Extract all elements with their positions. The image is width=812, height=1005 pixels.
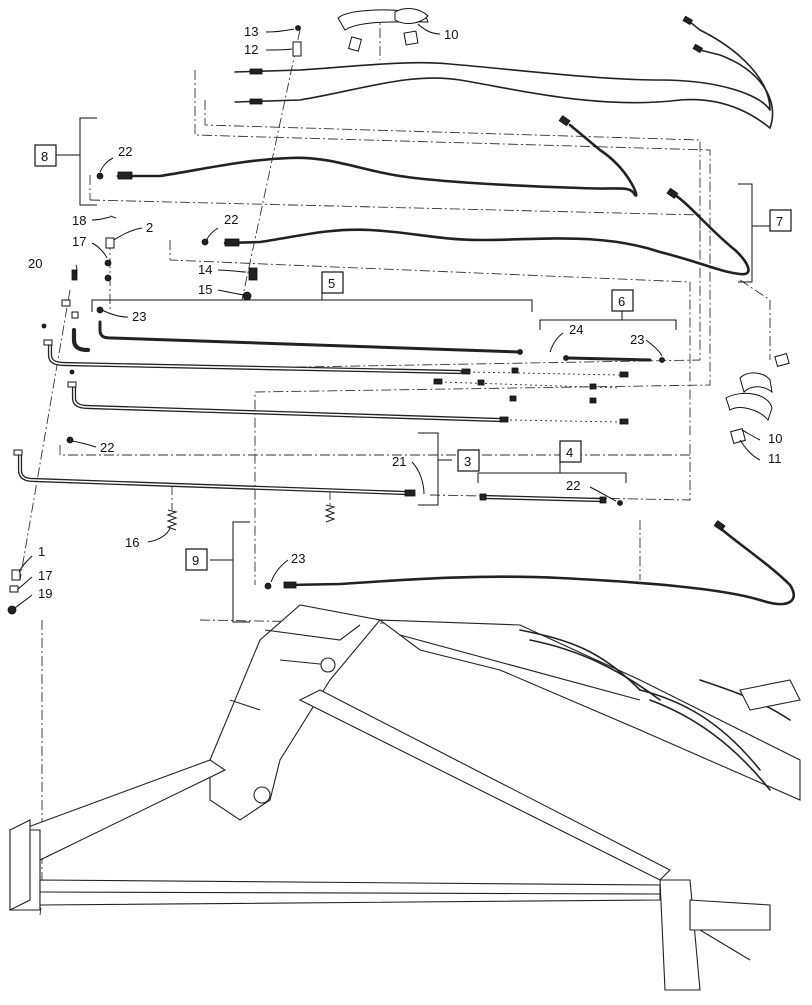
callout-23-b: 23 bbox=[630, 332, 644, 347]
callout-labels: 13 12 10 22 22 18 2 17 20 14 15 23 24 23… bbox=[28, 24, 782, 601]
tube-long-b bbox=[67, 327, 509, 423]
small-parts-left bbox=[41, 215, 117, 444]
callout-19: 19 bbox=[38, 586, 52, 601]
callout-21: 21 bbox=[392, 454, 406, 469]
spring-16 bbox=[166, 504, 336, 531]
boxed-callout-7: 7 bbox=[769, 209, 792, 232]
tube-long-a bbox=[43, 339, 471, 375]
sleeve-10-top bbox=[337, 8, 429, 52]
svg-text:4: 4 bbox=[566, 445, 573, 460]
callout-22-b: 22 bbox=[224, 212, 238, 227]
callout-13: 13 bbox=[244, 24, 258, 39]
hose-7 bbox=[201, 187, 750, 276]
tube-16-long bbox=[13, 449, 416, 497]
svg-text:9: 9 bbox=[192, 553, 199, 568]
hose-9 bbox=[264, 520, 796, 606]
svg-text:6: 6 bbox=[618, 294, 625, 309]
callout-1: 1 bbox=[38, 544, 45, 559]
svg-text:3: 3 bbox=[464, 454, 471, 469]
callout-15: 15 bbox=[198, 282, 212, 297]
leader-lines bbox=[14, 23, 761, 609]
callout-20: 20 bbox=[28, 256, 42, 271]
boxed-callout-9: 9 bbox=[185, 548, 208, 571]
callout-22-a: 22 bbox=[118, 144, 132, 159]
callout-18: 18 bbox=[72, 213, 86, 228]
tube-6 bbox=[563, 355, 665, 363]
boxed-callout-5: 5 bbox=[321, 271, 344, 294]
boxed-callout-6: 6 bbox=[611, 289, 634, 312]
callout-11: 11 bbox=[768, 451, 782, 466]
tube-dotted-ext bbox=[433, 367, 629, 425]
callout-22-d: 22 bbox=[566, 478, 580, 493]
small-parts-bottom-left bbox=[7, 569, 21, 615]
callout-23-c: 23 bbox=[291, 551, 305, 566]
tube-5-main bbox=[96, 306, 523, 355]
callout-2: 2 bbox=[146, 220, 153, 235]
boxed-callout-8: 8 bbox=[34, 144, 57, 167]
svg-text:8: 8 bbox=[41, 149, 48, 164]
small-parts-upper bbox=[242, 25, 302, 301]
tube-4 bbox=[479, 493, 623, 506]
machine-frame bbox=[9, 604, 801, 991]
callout-10-right: 10 bbox=[768, 431, 782, 446]
sleeve-10-right bbox=[725, 353, 790, 444]
callout-10-top: 10 bbox=[444, 27, 458, 42]
callout-24: 24 bbox=[569, 322, 583, 337]
hose-8 bbox=[96, 115, 638, 197]
callout-23-a: 23 bbox=[132, 309, 146, 324]
callout-14: 14 bbox=[198, 262, 212, 277]
top-hose-pair bbox=[234, 15, 774, 129]
boxed-callout-4: 4 bbox=[559, 440, 582, 463]
callout-12: 12 bbox=[244, 42, 258, 57]
callout-22-c: 22 bbox=[100, 440, 114, 455]
svg-text:7: 7 bbox=[776, 214, 783, 229]
callout-16: 16 bbox=[125, 535, 139, 550]
boxed-callouts: 8 7 5 6 3 4 9 bbox=[34, 144, 792, 571]
svg-text:5: 5 bbox=[328, 276, 335, 291]
boxed-callout-3: 3 bbox=[457, 449, 480, 472]
callout-17-bottom: 17 bbox=[38, 568, 52, 583]
callout-17-top: 17 bbox=[72, 234, 86, 249]
